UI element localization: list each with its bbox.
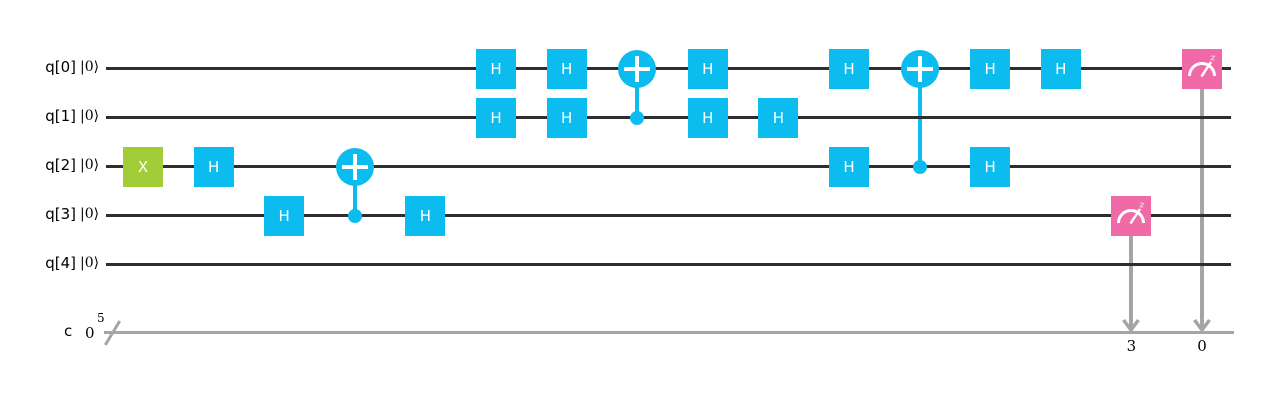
gate-label: H	[772, 109, 785, 127]
h-gate: H	[546, 49, 587, 89]
h-gate: H	[829, 147, 869, 187]
qubit-wire	[106, 263, 1231, 266]
cnot-plus-horizontal-bar	[624, 67, 651, 71]
measure-arrow-down-icon	[1121, 317, 1141, 333]
gate-label: H	[702, 109, 714, 127]
gauge-meter-icon: z	[1111, 196, 1151, 236]
h-gate: H	[476, 49, 516, 89]
measure-connector-line	[1200, 69, 1204, 327]
ket-initial-state: |0⟩	[80, 108, 100, 124]
gate-label: X	[137, 158, 149, 176]
qubit-label: q[3]	[45, 205, 76, 223]
qubit-wire	[106, 214, 1231, 217]
gauge-meter-icon: z	[1182, 49, 1222, 89]
cnot-target-icon	[900, 50, 939, 88]
gate-label: H	[278, 207, 290, 225]
gate-label: H	[560, 60, 573, 78]
qubit-label: q[4]	[45, 254, 76, 272]
gate-label: H	[490, 109, 502, 127]
classical-register-index: 0	[85, 324, 95, 342]
gate-label: H	[490, 60, 502, 78]
ket-initial-state: |0⟩	[80, 59, 100, 75]
measure-gate: z	[1111, 196, 1152, 236]
gate-label: H	[843, 158, 855, 176]
qubit-wire	[106, 165, 1231, 168]
qubit-label: q[1]	[45, 107, 76, 125]
qubit-label: q[0]	[45, 58, 76, 76]
cnot-connector-line	[352, 167, 357, 216]
h-gate: H	[829, 49, 869, 89]
gate-label: H	[702, 60, 714, 78]
h-gate: H	[546, 98, 587, 138]
measure-arrow-down-icon	[1192, 317, 1212, 333]
svg-text:z: z	[1210, 54, 1216, 64]
h-gate: H	[405, 196, 446, 236]
ket-initial-state: |0⟩	[80, 157, 100, 173]
gate-label: H	[207, 158, 220, 176]
h-gate: H	[970, 147, 1011, 187]
h-gate: H	[193, 147, 234, 187]
h-gate: H	[264, 196, 305, 236]
cnot-plus-horizontal-bar	[906, 67, 933, 71]
classical-bit-label: 0	[1197, 337, 1207, 355]
svg-text:z: z	[1139, 201, 1145, 211]
qubit-wire	[106, 116, 1231, 119]
cnot-connector-line	[635, 69, 640, 118]
classical-bit-label: 3	[1126, 337, 1137, 355]
measure-gate: z	[1182, 49, 1222, 89]
h-gate: H	[1040, 49, 1081, 89]
gate-label: H	[984, 60, 996, 78]
cnot-target-icon	[618, 50, 657, 88]
qubit-label: q[2]	[45, 156, 76, 174]
measure-connector-line	[1129, 216, 1134, 327]
cnot-plus-horizontal-bar	[341, 165, 368, 169]
h-gate: H	[970, 49, 1011, 89]
qubit-wire	[106, 67, 1231, 70]
gate-label: H	[419, 207, 432, 225]
cnot-target-icon	[335, 148, 374, 186]
classical-register-size: 5	[97, 311, 105, 325]
ket-initial-state: |0⟩	[80, 206, 100, 222]
gate-label: H	[1055, 60, 1067, 78]
gate-label: H	[560, 109, 573, 127]
ket-initial-state: |0⟩	[80, 255, 100, 271]
classical-register-label: c	[64, 322, 73, 340]
gate-label: H	[843, 60, 855, 78]
cnot-control-dot	[630, 111, 645, 125]
cnot-control-dot	[912, 160, 927, 174]
x-gate: X	[123, 147, 163, 187]
h-gate: H	[758, 98, 799, 138]
gate-label: H	[984, 158, 996, 176]
h-gate: H	[687, 49, 728, 89]
h-gate: H	[476, 98, 516, 138]
h-gate: H	[687, 98, 728, 138]
cnot-control-dot	[347, 209, 362, 223]
classical-wire	[104, 331, 1234, 334]
